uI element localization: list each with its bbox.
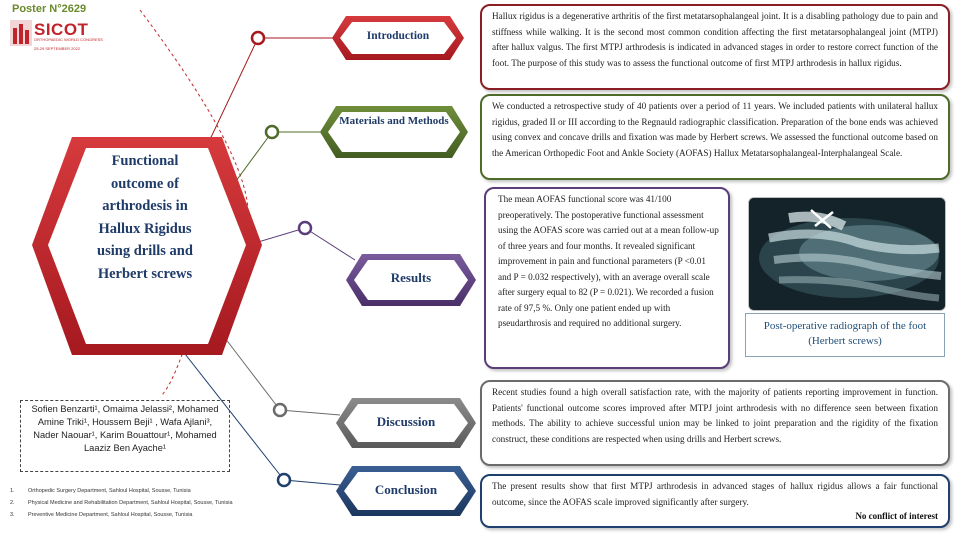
discussion-box: Recent studies found a high overall sati… [480, 380, 950, 466]
affiliation-number: 3. [10, 512, 15, 518]
title-line: outcome of [110, 175, 180, 192]
node-conclusion [276, 472, 292, 488]
author-list: Sofien Benzarti¹, Omaima Jelassi², Moham… [20, 400, 230, 472]
results-box: The mean AOFAS functional score was 41/1… [484, 187, 730, 369]
introduction-box: Hallux rigidus is a degenerative arthrit… [480, 4, 950, 90]
title-line: Functional [111, 153, 179, 169]
logo-name: SICOT [34, 20, 89, 39]
affiliation-text: Preventive Medicine Department, Sahloul … [28, 512, 193, 518]
label-methods: Materials and Methods [339, 115, 449, 127]
title-line: Hallux Rigidus [98, 220, 192, 237]
decorative-arc [139, 9, 249, 396]
logo-line2: 25-29 SEPTEMBER 2022 [34, 46, 81, 51]
affiliation-text: Orthopedic Surgery Department, Sahloul H… [28, 488, 191, 494]
affiliation-1: 1. Orthopedic Surgery Department, Sahloul… [10, 488, 191, 494]
radiograph-image [748, 197, 946, 311]
affiliation-number: 2. [10, 500, 15, 506]
title-hexagon-inner [48, 148, 246, 344]
affiliation-number: 1. [10, 488, 15, 494]
node-introduction [250, 30, 266, 46]
label-introduction: Introduction [366, 30, 430, 42]
logo-line1: ORTHOPAEDIC WORLD CONGRESS [34, 37, 103, 42]
poster-title: Functional outcome of arthrodesis in Hal… [70, 150, 220, 285]
methods-box: We conducted a retrospective study of 40… [480, 94, 950, 180]
conflict-statement: No conflict of interest [855, 510, 938, 521]
affiliation-2: 2. Physical Medicine and Rehabilitation D… [10, 500, 233, 506]
affiliation-3: 3. Preventive Medicine Department, Sahlou… [10, 512, 192, 518]
title-line: Herbert screws [97, 265, 193, 282]
label-results: Results [390, 270, 432, 285]
label-discussion: Discussion [376, 414, 436, 429]
methods-text: We conducted a retrospective study of 40… [492, 101, 938, 158]
node-discussion [272, 402, 288, 418]
node-results [297, 220, 313, 236]
results-text: The mean AOFAS functional score was 41/1… [498, 194, 719, 328]
figure-caption: Post-operative radiograph of the foot (H… [745, 313, 945, 357]
conclusion-text: The present results show that first MTPJ… [492, 481, 938, 507]
label-conclusion: Conclusion [374, 482, 438, 497]
poster-number: Poster N°2629 [12, 3, 87, 15]
node-methods [264, 124, 280, 140]
affiliation-text: Physical Medicine and Rehabilitation Dep… [28, 500, 233, 506]
title-line: using drills and [97, 243, 193, 259]
conclusion-box: The present results show that first MTPJ… [480, 474, 950, 528]
title-line: arthrodesis in [102, 198, 188, 214]
discussion-text: Recent studies found a high overall sati… [492, 387, 938, 444]
congress-logo [10, 20, 32, 46]
introduction-text: Hallux rigidus is a degenerative arthrit… [492, 11, 938, 68]
